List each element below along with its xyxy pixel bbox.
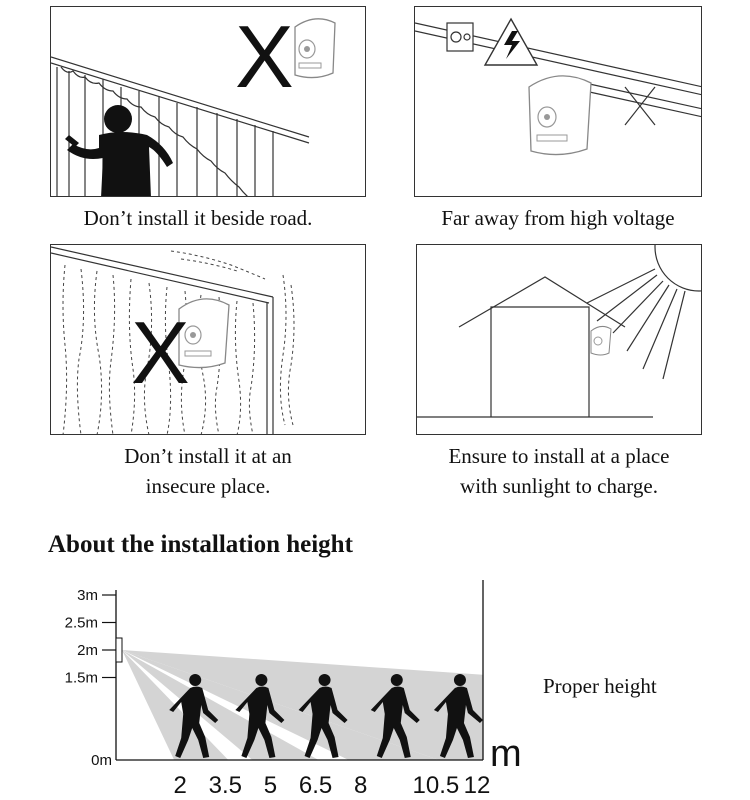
- sensor-device-icon: [590, 325, 612, 356]
- x-unit-label: m: [490, 733, 522, 775]
- x-tick-label: 5: [264, 772, 277, 799]
- sensor-device-icon: [294, 18, 336, 79]
- tip-panel-sunlight: [416, 244, 702, 435]
- cracked-wall-texture: [62, 250, 295, 434]
- tip-mark-x: X: [235, 7, 294, 106]
- tip-caption-sunlight: Ensure to install at a place with sunlig…: [448, 444, 670, 498]
- diagram-axes: [102, 580, 484, 761]
- x-tick-label: 6.5: [299, 772, 332, 799]
- walking-person-icon: [298, 674, 348, 758]
- y-tick-label: 0m: [91, 752, 112, 769]
- sensor-device-icon: [528, 75, 592, 156]
- tip-caption-insecure: Don’t install it at an insecure place.: [124, 444, 292, 498]
- people-group: [169, 674, 483, 758]
- walking-person-icon: [169, 674, 219, 758]
- tip-panel-voltage: [414, 6, 702, 197]
- tip-caption-voltage: Far away from high voltage: [441, 206, 675, 230]
- tip-panel-road: X: [50, 6, 366, 197]
- y-tick-label: 3m: [77, 587, 98, 604]
- x-tick-label: 2: [173, 772, 186, 799]
- sensor-mount-icon: [115, 637, 123, 663]
- y-tick-label: 1.5m: [65, 670, 98, 687]
- sun-icon: [586, 245, 701, 380]
- wall-illustration: [51, 246, 274, 434]
- y-tick-label: 2m: [77, 642, 98, 659]
- walking-person-icon: [433, 674, 483, 758]
- junction-box-icon: [446, 22, 474, 52]
- person-silhouette-icon: [65, 105, 173, 196]
- high-voltage-warning-icon: [483, 17, 539, 66]
- y-axis-labels: 3m 2.5m 2m 1.5m 0m: [65, 587, 112, 769]
- fence-illustration: [51, 56, 310, 196]
- tip-caption-road: Don’t install it beside road.: [83, 206, 313, 230]
- walking-person-icon: [235, 674, 285, 758]
- proper-height-label: Proper height: [543, 674, 657, 698]
- tip-panel-insecure: X: [50, 244, 366, 435]
- y-tick-label: 2.5m: [65, 615, 98, 632]
- x-tick-label: 3.5: [209, 772, 242, 799]
- section-title: About the installation height: [48, 531, 353, 558]
- house-illustration: [417, 276, 653, 418]
- x-tick-label: 10.5: [413, 772, 460, 799]
- x-tick-label: 8: [354, 772, 367, 799]
- tip-mark-x: X: [131, 303, 190, 402]
- x-tick-label: 12: [464, 772, 491, 799]
- sensor-device-icon: [178, 298, 230, 369]
- walking-person-icon: [370, 674, 420, 758]
